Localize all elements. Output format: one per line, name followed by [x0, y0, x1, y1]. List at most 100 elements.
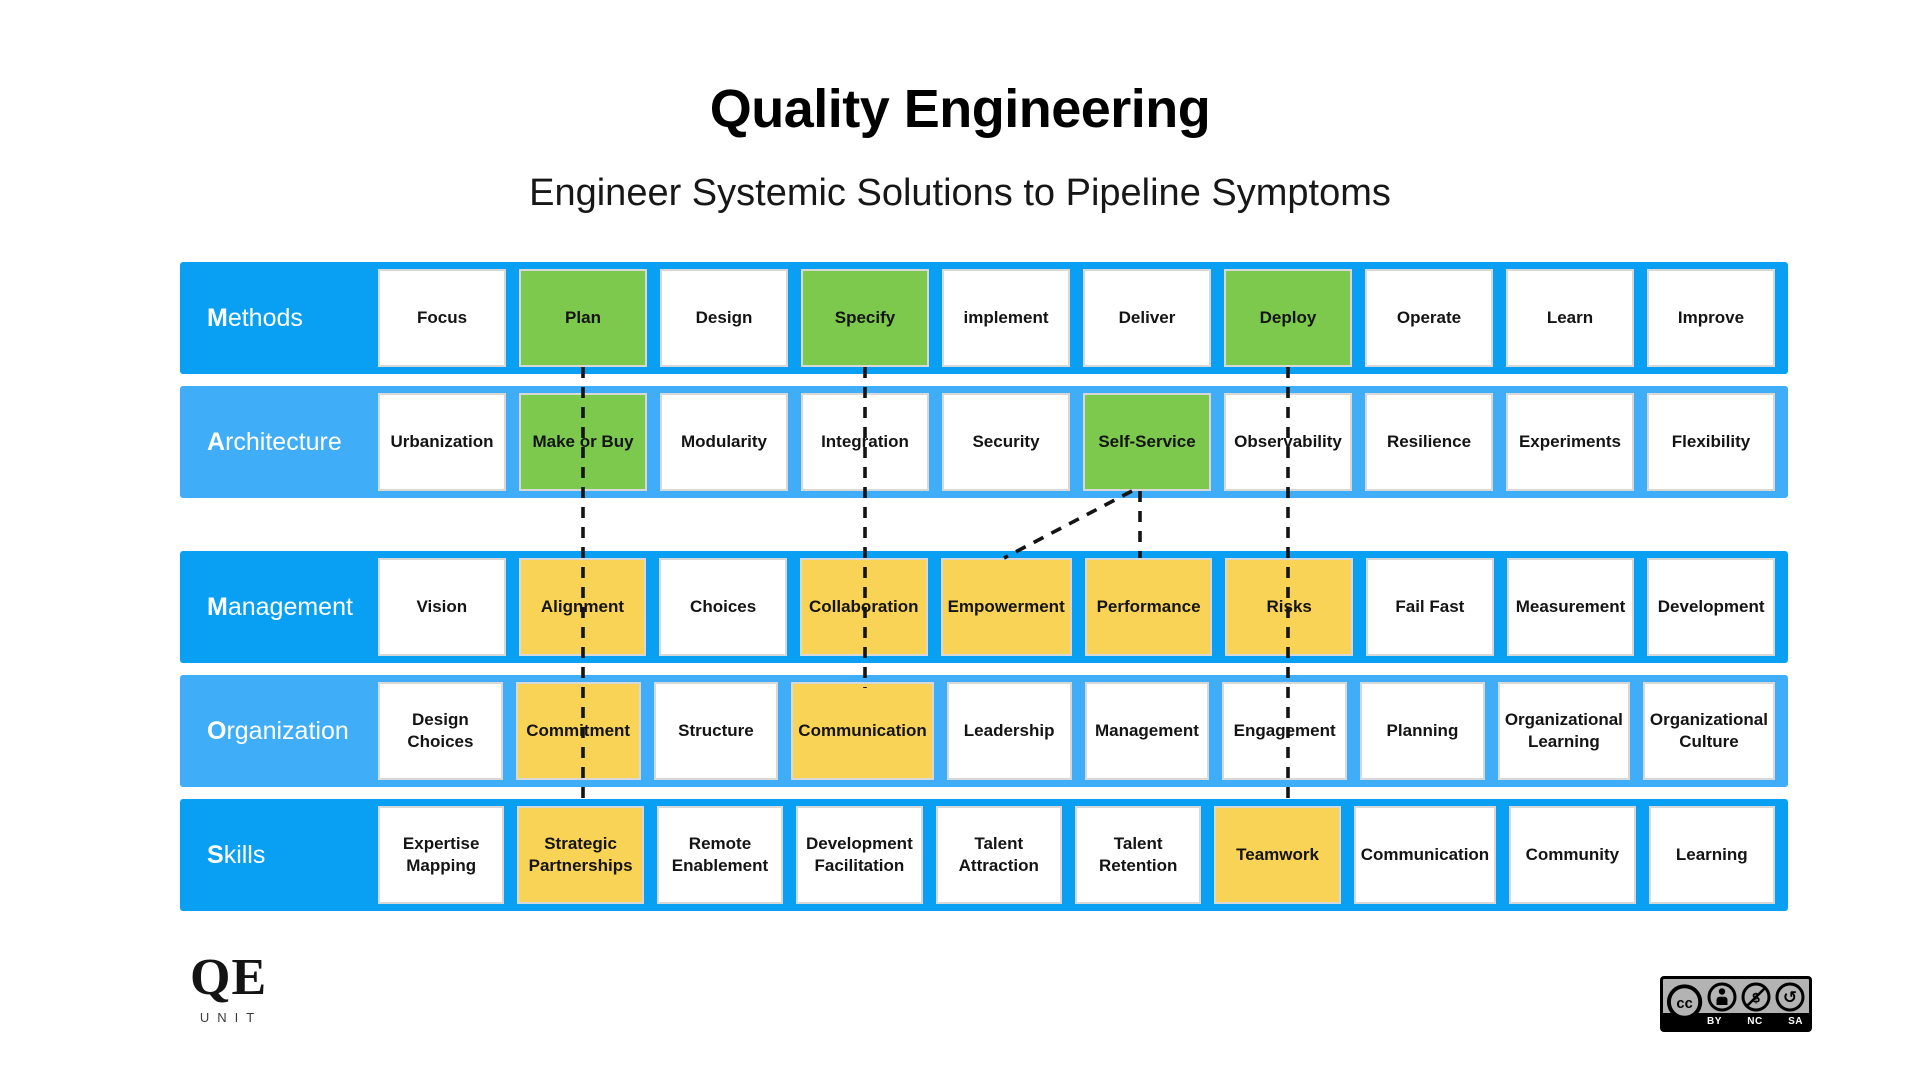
cell-organization-leadership: Leadership — [946, 682, 1072, 780]
cell-label: Observability — [1234, 431, 1342, 451]
cc-license-icons: cc $ ↺ — [1663, 979, 1809, 1020]
cell-label: Community — [1525, 844, 1620, 864]
cell-management-vision: Vision — [378, 558, 506, 656]
cell-label: Make or Buy — [532, 431, 634, 451]
cell-label: Talent Attraction — [958, 833, 1039, 875]
cell-label: Communication — [798, 720, 927, 740]
cell-organization-commitment: Commitment — [515, 682, 641, 780]
cell-label: Learning — [1675, 844, 1748, 864]
cell-methods-focus: Focus — [378, 269, 506, 367]
cell-label: Choices — [690, 596, 757, 616]
cell-methods-specify: Specify — [801, 269, 929, 367]
cell-methods-deploy: Deploy — [1224, 269, 1352, 367]
page-subtitle: Engineer Systemic Solutions to Pipeline … — [529, 172, 1391, 214]
row-architecture: Architecture Urbanization Make or Buy Modul… — [180, 386, 1788, 498]
cell-label: Engagement — [1233, 720, 1336, 740]
row-label-management: Management — [207, 593, 353, 621]
row-label-architecture: Architecture — [207, 428, 342, 456]
cell-organization-engagement: Engagement — [1222, 682, 1348, 780]
cell-label: Plan — [565, 307, 601, 327]
cell-label: Communication — [1360, 844, 1490, 864]
cell-skills-remote-enablement: Remote Enablement — [656, 806, 784, 904]
cell-label: Learn — [1546, 307, 1594, 327]
cell-organization-organizational-learning: Organizational Learning — [1497, 682, 1630, 780]
cc-nc-label: NC — [1747, 1015, 1763, 1027]
row-methods: Methods Focus Plan Design Specify implement De… — [180, 262, 1788, 374]
cell-methods-deliver: Deliver — [1083, 269, 1211, 367]
cell-architecture-experiments: Experiments — [1506, 393, 1634, 491]
cell-skills-talent-attraction: Talent Attraction — [935, 806, 1062, 904]
cell-organization-design-choices: Design Choices — [378, 682, 503, 780]
logo-text: QE — [190, 949, 268, 1006]
cell-label: Specify — [834, 307, 896, 327]
cell-organization-communication: Communication — [791, 682, 934, 780]
cell-label: Organizational Learning — [1504, 709, 1623, 751]
cell-skills-communication: Communication — [1353, 806, 1497, 904]
cell-architecture-security: Security — [942, 393, 1070, 491]
cell-label: Collaboration — [808, 596, 919, 616]
cell-label: Management — [1094, 720, 1199, 740]
cell-label: Fail Fast — [1395, 596, 1465, 616]
cell-label: Commitment — [526, 720, 631, 740]
row-label-methods: Methods — [207, 304, 303, 332]
cell-label: Empowerment — [947, 596, 1065, 616]
cell-label: Development — [1657, 596, 1765, 616]
cell-label: Performance — [1096, 596, 1201, 616]
cell-label: Urbanization — [390, 431, 494, 451]
cell-organization-structure: Structure — [653, 682, 779, 780]
cell-label: Design Choices — [407, 709, 474, 751]
cc-license-badge[interactable]: cc $ ↺ — [1660, 976, 1812, 1032]
cell-label: Teamwork — [1236, 844, 1319, 864]
cell-management-collaboration: Collaboration — [799, 558, 928, 656]
cell-label: Talent Retention — [1098, 833, 1178, 875]
svg-text:cc: cc — [1676, 996, 1692, 1012]
cell-management-development: Development — [1647, 558, 1775, 656]
cell-label: Remote Enablement — [671, 833, 769, 875]
cell-architecture-observability: Observability — [1224, 393, 1352, 491]
cc-sa-label: SA — [1788, 1015, 1803, 1027]
cell-management-empowerment: Empowerment — [940, 558, 1072, 656]
cc-icon: cc — [1666, 984, 1703, 1020]
cell-label: Security — [972, 431, 1040, 451]
cell-label: Modularity — [681, 431, 767, 451]
cell-label: Leadership — [963, 720, 1055, 740]
page-title: Quality Engineering — [709, 79, 1211, 139]
cell-label: Vision — [416, 596, 468, 616]
cell-organization-organizational-culture: Organizational Culture — [1642, 682, 1775, 780]
cc-by-person-icon — [1707, 982, 1737, 1012]
cell-label: implement — [963, 307, 1049, 327]
row-cells: Urbanization Make or Buy Modularity Integra… — [378, 386, 1788, 498]
cell-skills-talent-retention: Talent Retention — [1074, 806, 1202, 904]
cell-management-fail-fast: Fail Fast — [1366, 558, 1494, 656]
cell-methods-design: Design — [660, 269, 788, 367]
cell-label: Self-Service — [1098, 431, 1196, 451]
cell-label: Risks — [1266, 596, 1312, 616]
logo-subtext: UNIT — [199, 1010, 263, 1025]
row-cells: Focus Plan Design Specify implement Deliver De… — [378, 262, 1788, 374]
cell-methods-improve: Improve — [1647, 269, 1775, 367]
cell-label: Resilience — [1386, 431, 1472, 451]
cell-label: Deploy — [1259, 307, 1317, 327]
cell-skills-expertise-mapping: Expertise Mapping — [378, 806, 505, 904]
cell-architecture-modularity: Modularity — [660, 393, 788, 491]
cell-architecture-integration: Integration — [801, 393, 929, 491]
cell-label: Integration — [821, 431, 909, 451]
cell-label: Experiments — [1518, 431, 1622, 451]
cell-methods-learn: Learn — [1506, 269, 1634, 367]
cell-label: Flexibility — [1671, 431, 1751, 451]
cell-architecture-urbanization: Urbanization — [378, 393, 506, 491]
cell-methods-implement: implement — [942, 269, 1070, 367]
cell-skills-community: Community — [1509, 806, 1636, 904]
cell-methods-operate: Operate — [1365, 269, 1493, 367]
cell-management-risks: Risks — [1225, 558, 1354, 656]
cell-label: Improve — [1677, 307, 1745, 327]
cell-label: Planning — [1386, 720, 1459, 740]
cell-label: Strategic Partnerships — [528, 833, 633, 875]
cell-management-measurement: Measurement — [1506, 558, 1635, 656]
cell-skills-strategic-partnerships: Strategic Partnerships — [517, 806, 644, 904]
